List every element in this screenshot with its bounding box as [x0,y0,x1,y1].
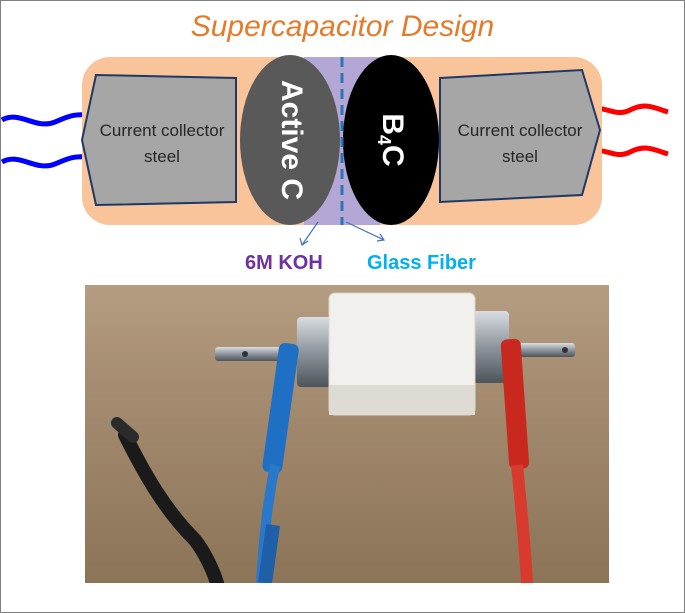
left-rod-hole [242,351,248,357]
active-c-label: Active C [275,80,308,200]
black-probe-tip [111,417,139,443]
right-rod [505,343,575,357]
separator-label: Glass Fiber [367,252,476,274]
b4c-electrode [343,55,439,225]
koh-arrowhead [299,237,309,246]
b4c-label: B4C [374,113,409,166]
red-wire [511,464,533,583]
left-collector-label-1: Current collector [100,121,225,140]
right-collector-label-2: steel [502,147,538,166]
b4c-label-tail: C [376,145,409,167]
fiber-pointer-arrow [345,221,385,241]
diagram-title: Supercapacitor Design [190,10,495,43]
left-collector-label-2: steel [144,147,180,166]
right-collector [439,68,602,204]
ptfe-cell-shadow [329,385,475,415]
b4c-label-main: B [376,113,409,135]
blue-wire-sheath [258,524,280,583]
left-collector [80,73,237,207]
black-probe [118,428,224,583]
koh-pointer-arrow [301,221,319,246]
right-rod-hole [562,347,568,353]
active-carbon-electrode [240,55,340,225]
right-collector-label-1: Current collector [458,121,583,140]
right-steel-nut [473,311,509,383]
left-wire-top [0,112,93,127]
left-steel-nut [297,317,333,387]
left-wire-bottom [0,154,93,169]
b4c-label-subscript: 4 [374,135,394,145]
fiber-arrowhead [376,233,386,242]
test-cell-photo [85,285,609,583]
electrolyte-label: 6M KOH [245,252,323,274]
red-clip [500,338,530,470]
supercapacitor-diagram: Current collector steel Current collecto… [0,55,669,246]
blue-clip [262,342,299,473]
